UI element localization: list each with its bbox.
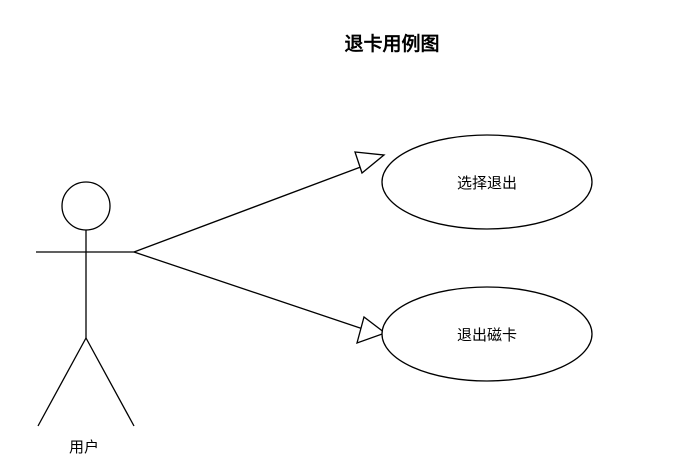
diagram-title: 退卡用例图 [344, 32, 439, 55]
association-select-exit [133, 151, 386, 253]
open-triangle-arrowhead [356, 315, 387, 345]
use-case-ellipse [381, 134, 593, 230]
actor-left-leg [37, 337, 87, 427]
open-triangle-arrowhead [354, 151, 386, 175]
use-case-label: 选择退出 [457, 174, 517, 192]
actor-right-leg [85, 337, 135, 427]
association-line [133, 164, 367, 253]
association-line [133, 251, 367, 331]
use-case-ellipse [381, 286, 593, 382]
association-eject-card [133, 251, 387, 345]
use-case-eject-card: 退出磁卡 [381, 286, 593, 382]
use-case-select-exit: 选择退出 [381, 134, 593, 230]
actor-head [61, 181, 111, 231]
actor-label: 用户 [69, 438, 99, 456]
use-case-label: 退出磁卡 [457, 326, 517, 344]
actor-user: 用户 [36, 181, 135, 456]
